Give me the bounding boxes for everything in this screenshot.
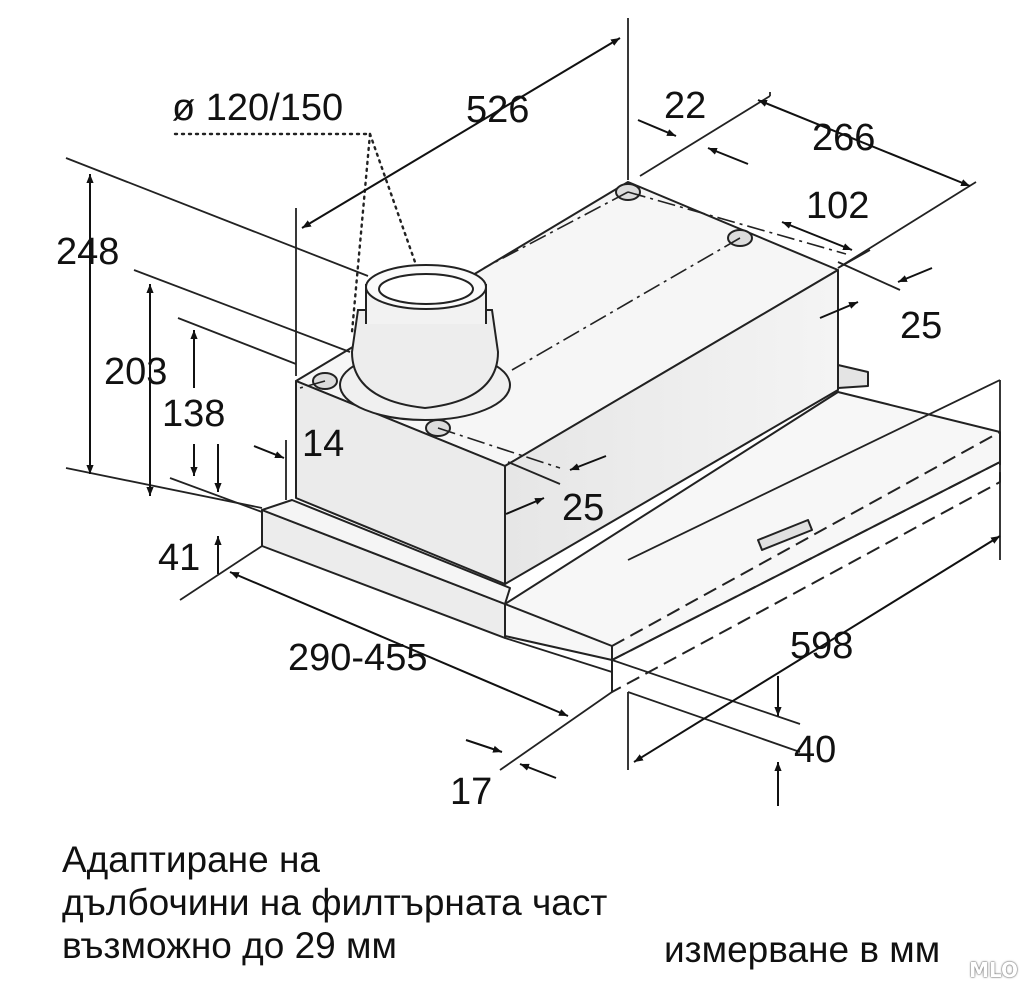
units-note: измерване в мм — [664, 929, 941, 970]
note-line-3: възможно до 29 мм — [62, 925, 397, 966]
dim-line-266 — [757, 99, 971, 187]
duct-collar — [339, 264, 511, 421]
dim-line-14-a — [253, 445, 285, 459]
dim-line-17-b — [519, 763, 557, 779]
dim-label-14: 14 — [302, 423, 344, 465]
dim-label-203: 203 — [104, 351, 167, 393]
note-line-2: дълбочини на филтърната част — [62, 882, 608, 923]
dim-label-22: 22 — [664, 85, 706, 127]
hood-right-face — [504, 269, 839, 585]
dim-line-17-a — [465, 739, 503, 753]
dim-line-22-left — [637, 119, 677, 137]
note-line-1: Адаптиране на — [62, 839, 320, 880]
dim-label-40: 40 — [794, 729, 836, 771]
collar-top-opening — [378, 273, 474, 305]
dim-label-138: 138 — [162, 393, 225, 435]
collar-lower-cone — [350, 309, 500, 410]
dim-label-25-mid: 25 — [562, 487, 604, 529]
dim-label-248: 248 — [56, 231, 119, 273]
dim-label-598: 598 — [790, 625, 853, 667]
dim-line-25-top-b — [819, 301, 859, 319]
dim-line-22-right — [707, 147, 749, 165]
dimension-labels: ø 120/150 526 22 266 102 25 248 203 138 … — [56, 85, 942, 813]
dim-line-25-mid-b — [505, 497, 545, 515]
dim-line-25-top-a — [897, 267, 933, 283]
dim-line-290-455 — [229, 571, 569, 717]
dim-line-25-mid-a — [569, 455, 607, 471]
dim-line-526 — [301, 37, 621, 229]
dim-label-25-top: 25 — [900, 305, 942, 347]
dim-label-290-455: 290-455 — [288, 637, 427, 679]
dim-label-266: 266 — [812, 117, 875, 159]
depth-adjustment-note: Адаптиране на дълбочини на филтърната ча… — [62, 838, 607, 967]
dim-label-526: 526 — [466, 89, 529, 131]
dimension-lines — [86, 37, 1001, 806]
dim-line-598 — [633, 535, 1001, 763]
dim-label-17: 17 — [450, 771, 492, 813]
dim-label-102: 102 — [806, 185, 869, 227]
hood-rear-tab — [837, 364, 869, 389]
dim-label-duct: ø 120/150 — [172, 87, 343, 129]
dim-label-41: 41 — [158, 537, 200, 579]
watermark-logo: MLO — [969, 958, 1018, 982]
dim-line-102 — [781, 221, 853, 251]
